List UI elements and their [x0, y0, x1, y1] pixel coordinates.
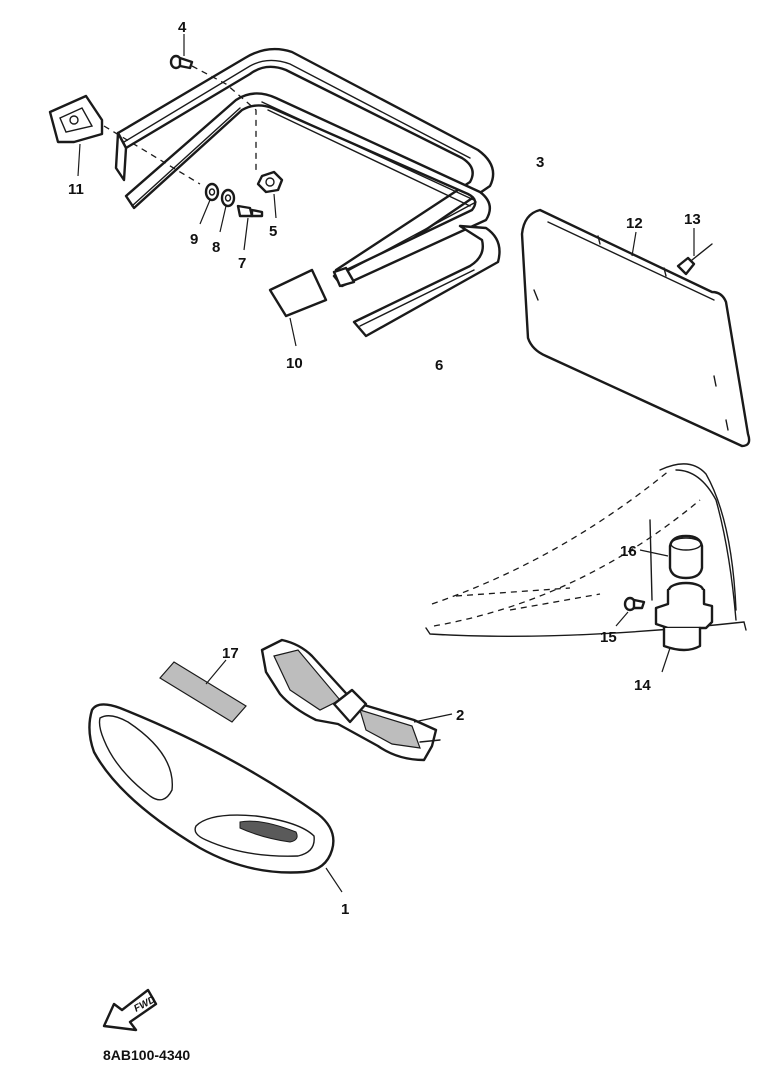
callout-3: 3 [536, 154, 544, 171]
part-11-bracket [48, 94, 104, 144]
part-7-bolt [236, 204, 264, 218]
callout-4: 4 [178, 19, 187, 36]
callout-10: 10 [286, 355, 303, 372]
callout-5: 5 [269, 223, 277, 240]
callout-15: 15 [600, 629, 617, 646]
forward-arrow-icon: FWD [102, 988, 158, 1032]
part-4-screw [169, 54, 194, 70]
callout-17: 17 [222, 645, 239, 662]
part-10-pad [268, 268, 328, 318]
callout-11: 11 [68, 181, 84, 198]
diagram-code: 8AB100-4340 [103, 1047, 190, 1063]
part-16-cap [668, 534, 704, 580]
callout-1: 1 [341, 901, 349, 918]
part-6-seal [352, 224, 501, 338]
callout-16: 16 [620, 543, 637, 560]
callout-6: 6 [435, 357, 443, 374]
part-17-sticker [159, 661, 247, 723]
part-2-duct [260, 638, 441, 762]
callout-9: 9 [190, 231, 198, 248]
part-3-molding [114, 47, 495, 288]
callout-7: 7 [238, 255, 246, 272]
callout-12: 12 [626, 215, 643, 232]
part-13-rivet [676, 243, 713, 276]
part-9-washer [204, 182, 220, 202]
part-14-fitting [654, 581, 714, 652]
part-15-screw [623, 596, 646, 612]
hull-section [425, 463, 747, 637]
part-8-washer [220, 188, 236, 208]
part-5-nut [256, 170, 284, 194]
callout-8: 8 [212, 239, 220, 256]
callout-14: 14 [634, 677, 651, 694]
callout-13: 13 [684, 211, 701, 228]
part-1-cover [88, 703, 335, 874]
callout-2: 2 [456, 707, 464, 724]
part-12-panel [520, 208, 751, 448]
